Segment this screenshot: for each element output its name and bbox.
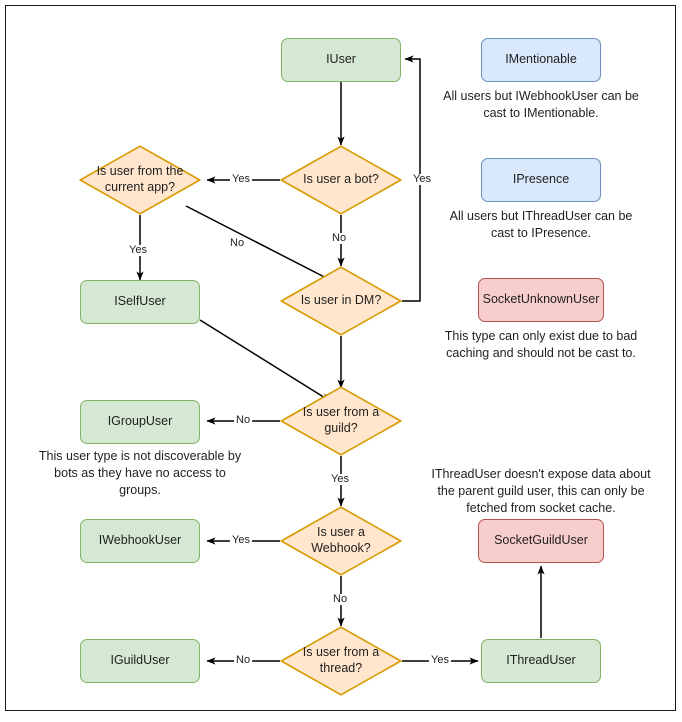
diamond-shape	[280, 386, 402, 456]
node-iselfuser-label: ISelfUser	[114, 294, 166, 309]
node-imentionable-label: IMentionable	[505, 52, 577, 67]
node-ithreaduser[interactable]: IThreadUser	[481, 639, 601, 683]
node-ithreaduser-label: IThreadUser	[506, 653, 576, 668]
note-imentionable: All users but IWebhookUser can be cast t…	[443, 89, 639, 120]
node-socketunknownuser-label: SocketUnknownUser	[482, 292, 600, 307]
node-socketguilduser[interactable]: SocketGuildUser	[478, 519, 604, 563]
note-ipresence: All users but IThreadUser can be cast to…	[449, 209, 633, 240]
node-igroupuser-label: IGroupUser	[107, 414, 173, 429]
decision-from-thread-label: Is user from a thread?	[302, 645, 380, 675]
diamond-shape	[280, 506, 402, 576]
node-imentionable[interactable]: IMentionable	[481, 38, 601, 82]
node-iselfuser[interactable]: ISelfUser	[80, 280, 200, 324]
note-igroupuser: This user type is not discoverable by bo…	[38, 449, 242, 497]
edge-label-bot-no: No	[330, 232, 349, 244]
node-iwebhookuser[interactable]: IWebhookUser	[80, 519, 200, 563]
diamond-shape	[79, 145, 201, 215]
diagram-frame	[5, 5, 676, 711]
edge-label-bot-yes: Yes	[230, 173, 252, 185]
edge-label-guild-yes: Yes	[329, 473, 351, 485]
decision-in-dm-label: Is user in DM?	[300, 293, 382, 308]
node-igroupuser[interactable]: IGroupUser	[80, 400, 200, 444]
edge-label-thread-no: No	[234, 654, 253, 666]
diamond-shape	[280, 266, 402, 336]
decision-is-webhook[interactable]: Is user a Webhook?	[280, 506, 402, 576]
decision-from-thread[interactable]: Is user from a thread?	[280, 626, 402, 696]
edge-label-app-no: No	[228, 237, 247, 249]
note-ithreaduser: IThreadUser doesn't expose data about th…	[431, 467, 651, 515]
node-ipresence[interactable]: IPresence	[481, 158, 601, 202]
decision-from-guild-label: Is user from a guild?	[302, 405, 380, 435]
edge-label-dm-yes: Yes	[411, 173, 433, 185]
edge-label-webhook-no: No	[331, 593, 350, 605]
decision-is-bot-label: Is user a bot?	[303, 172, 379, 187]
node-socketguilduser-label: SocketGuildUser	[494, 533, 588, 548]
node-iuser[interactable]: IUser	[281, 38, 401, 82]
node-iguilduser-label: IGuildUser	[110, 653, 170, 668]
decision-is-webhook-label: Is user a Webhook?	[311, 525, 371, 555]
edge-label-app-yes: Yes	[127, 244, 149, 256]
diamond-shape	[280, 145, 402, 215]
node-socketunknownuser[interactable]: SocketUnknownUser	[478, 278, 604, 322]
diamond-shape	[280, 626, 402, 696]
node-iguilduser[interactable]: IGuildUser	[80, 639, 200, 683]
note-socketunknownuser: This type can only exist due to bad cach…	[444, 329, 638, 360]
edge-label-webhook-yes: Yes	[230, 534, 252, 546]
decision-current-app[interactable]: Is user from the current app?	[79, 145, 201, 215]
decision-from-guild[interactable]: Is user from a guild?	[280, 386, 402, 456]
node-iuser-label: IUser	[326, 52, 356, 67]
decision-in-dm[interactable]: Is user in DM?	[280, 266, 402, 336]
decision-current-app-label: Is user from the current app?	[96, 164, 184, 194]
decision-is-bot[interactable]: Is user a bot?	[280, 145, 402, 215]
edge-label-guild-no: No	[234, 414, 253, 426]
node-iwebhookuser-label: IWebhookUser	[98, 533, 182, 548]
node-ipresence-label: IPresence	[512, 172, 570, 187]
edge-label-thread-yes: Yes	[429, 654, 451, 666]
